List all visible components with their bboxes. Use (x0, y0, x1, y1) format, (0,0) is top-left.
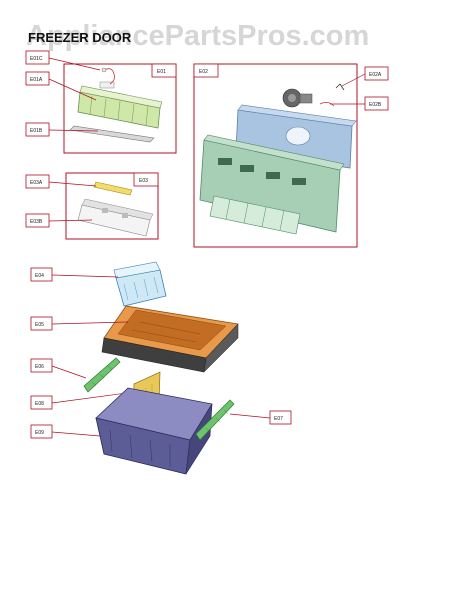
e03-group: E03 (65, 172, 159, 240)
evaporator-assembly (69, 67, 163, 143)
e05-leader (51, 321, 129, 325)
e06-leader (51, 365, 87, 379)
e01c-leader (48, 57, 101, 71)
e05-drawer-drawing (101, 305, 239, 373)
e01a-leader (48, 78, 97, 101)
e01-label-box[interactable] (151, 63, 177, 78)
e01a-label-box[interactable] (25, 71, 50, 86)
e06-rail-drawing (83, 357, 121, 393)
e01-label: E01 (157, 69, 166, 75)
e01c-label: E01C (30, 56, 43, 62)
e08-label: E08 (35, 401, 44, 407)
e02-label: E02 (199, 69, 208, 75)
e02b-label: E02B (369, 102, 382, 108)
e03a-part (93, 181, 133, 196)
e06-label: E06 (35, 364, 44, 370)
e08-label-box[interactable] (30, 395, 53, 410)
e03-frame (65, 172, 159, 240)
e02b-label-box[interactable] (364, 96, 389, 111)
e09-basket-drawing (95, 387, 213, 475)
e02-label-box[interactable] (193, 63, 219, 78)
duct-grille-drawing (199, 134, 345, 235)
fan-cover-drawing (235, 83, 357, 169)
e03b-leader (48, 219, 93, 222)
e05-label: E05 (35, 322, 44, 328)
e03a-leader (48, 181, 97, 187)
e01c-label-box[interactable] (25, 50, 50, 65)
e02-frame (193, 63, 358, 248)
e03a-label: E03A (30, 180, 43, 186)
e01-group: E01 (63, 63, 177, 154)
e05-label-box[interactable] (30, 316, 53, 331)
e03b-part (77, 198, 154, 237)
e01a-label: E01A (30, 77, 43, 83)
e04-bin-drawing (113, 261, 167, 307)
e03b-label-box[interactable] (25, 213, 50, 228)
e07-leader (229, 413, 271, 419)
e08-leader (51, 391, 135, 404)
e09-label: E09 (35, 430, 44, 436)
e01-frame (63, 63, 177, 154)
e07-label: E07 (274, 416, 283, 422)
e04-label-box[interactable] (30, 267, 53, 282)
e01b-leader (48, 129, 99, 132)
e02a-label: E02A (369, 72, 382, 78)
e02a-leader (341, 73, 366, 87)
e03b-label: E03B (30, 219, 43, 225)
e09-label-box[interactable] (30, 424, 53, 439)
e07-label-box[interactable] (269, 410, 292, 425)
e07-rail-drawing (195, 399, 235, 441)
e03-label: E03 (139, 178, 148, 184)
e06-label-box[interactable] (30, 358, 53, 373)
e02-group: E02 (193, 63, 358, 248)
watermark: AppliancePartsPros.com (26, 20, 369, 52)
e01b-label: E01B (30, 128, 43, 134)
e03-label-box[interactable] (133, 172, 159, 187)
e02a-label-box[interactable] (364, 66, 389, 81)
e04-leader (51, 274, 119, 278)
e09-leader (51, 431, 101, 437)
e04-label: E04 (35, 273, 44, 279)
e03a-label-box[interactable] (25, 174, 50, 189)
e01b-label-box[interactable] (25, 122, 50, 137)
section-header: FREEZER DOOR (28, 30, 132, 45)
